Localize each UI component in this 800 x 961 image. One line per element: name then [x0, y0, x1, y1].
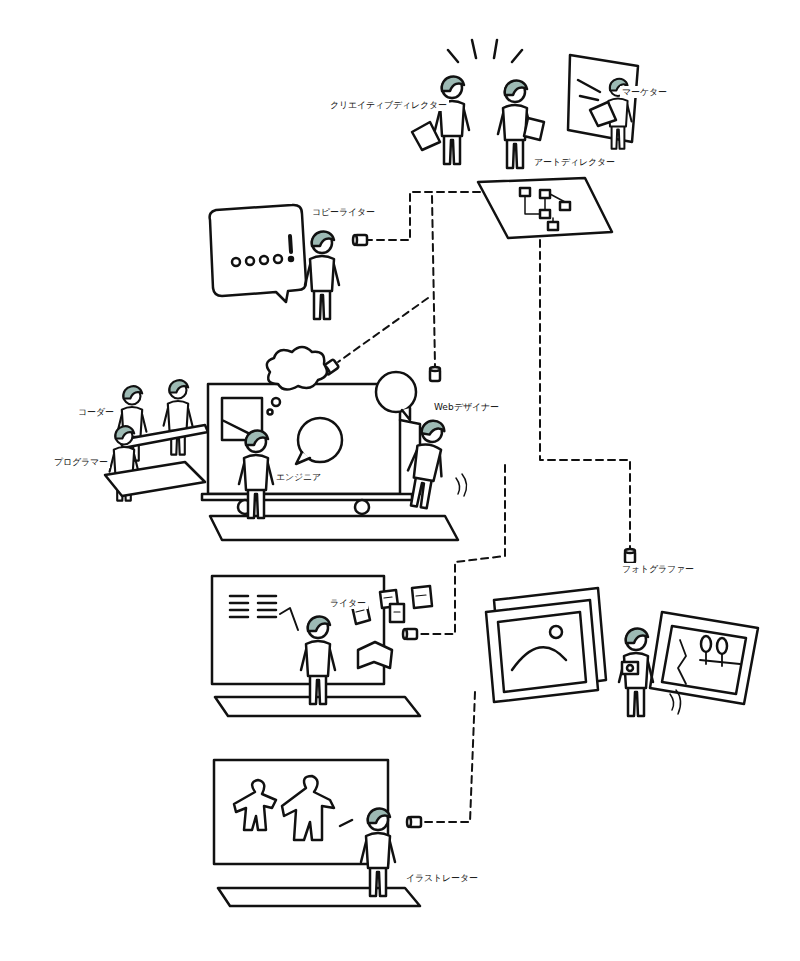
- art-path: [512, 647, 566, 670]
- arm: [340, 820, 352, 826]
- art-path: [422, 692, 475, 822]
- art-circle: [272, 398, 280, 406]
- art-path: [478, 178, 612, 238]
- role-label: イラストレーター: [404, 872, 480, 884]
- role-label: フォトグラファー: [620, 563, 696, 575]
- role-label: アートディレクター: [532, 156, 617, 168]
- writer-board: [212, 576, 432, 716]
- art-ellipse: [717, 638, 727, 654]
- burst-lines: [448, 40, 522, 62]
- art-use: [403, 629, 417, 639]
- art-path: [498, 612, 586, 692]
- art-path: [358, 642, 392, 668]
- art-use: [305, 231, 339, 319]
- art-rect: [520, 188, 530, 196]
- art-path: [448, 40, 522, 62]
- art-path: [706, 652, 722, 666]
- art-path: [230, 596, 276, 617]
- art-path: [338, 298, 428, 362]
- art-rect: [548, 222, 558, 230]
- art-path: [650, 612, 758, 704]
- motion-marks: [456, 474, 467, 496]
- paper: [412, 122, 440, 150]
- art-path: [590, 102, 616, 126]
- role-label: コピーライター: [310, 206, 377, 218]
- role-label: ライター: [328, 597, 368, 609]
- art-circle: [289, 257, 293, 261]
- paper: [524, 118, 544, 140]
- art-path: [432, 196, 435, 366]
- art-path: [234, 780, 276, 830]
- role-label: エンジニア: [274, 471, 323, 483]
- photo-frames: [486, 588, 758, 704]
- marketer-frame: [568, 55, 638, 149]
- art-path: [390, 604, 404, 622]
- role-label: コーダー: [76, 406, 116, 418]
- art-circle: [550, 626, 562, 638]
- art-path: [210, 205, 306, 302]
- art-use: [625, 549, 635, 563]
- art-use: [619, 628, 653, 716]
- art-path: [525, 194, 565, 222]
- art-circle: [268, 410, 273, 415]
- role-label: クリエイティブディレクター: [328, 99, 449, 111]
- illustrator-board: [214, 760, 420, 906]
- cart: [202, 347, 458, 540]
- art-path: [202, 494, 412, 500]
- motion-marks: [670, 690, 681, 714]
- art-path: [290, 236, 291, 252]
- art-rect: [208, 384, 400, 494]
- art-use: [164, 380, 193, 454]
- art-circle: [260, 256, 268, 264]
- art-rect: [540, 210, 550, 218]
- art-use: [361, 808, 395, 896]
- desk: [105, 462, 205, 496]
- pen: [280, 608, 298, 630]
- art-use: [402, 418, 451, 510]
- role-label: プログラマー: [52, 456, 110, 468]
- art-use: [407, 817, 421, 827]
- art-path: [368, 192, 480, 240]
- art-ellipse: [701, 636, 711, 652]
- art-path: [215, 697, 420, 716]
- art-path: [218, 888, 420, 906]
- art-rect: [540, 190, 550, 198]
- art-path: [210, 516, 458, 540]
- art-path: [540, 240, 630, 548]
- art-use: [353, 235, 367, 245]
- flow-board: [478, 178, 612, 238]
- art-use: [430, 367, 440, 381]
- art-path: [402, 408, 410, 420]
- art-circle: [232, 258, 240, 266]
- art-circle: [355, 500, 369, 514]
- art-path: [486, 600, 598, 702]
- art-circle: [274, 255, 282, 263]
- role-label: マーケター: [620, 86, 669, 98]
- speech-bubble: [210, 205, 306, 302]
- art-path: [282, 776, 334, 840]
- art-use: [301, 616, 335, 704]
- dashed-lines: [338, 192, 630, 822]
- art-use: [435, 76, 469, 164]
- role-label: Webデザイナー: [432, 401, 501, 413]
- art-rect: [214, 760, 388, 864]
- art-circle: [376, 372, 416, 412]
- art-path: [267, 347, 327, 390]
- art-path: [568, 55, 638, 142]
- art-path: [296, 452, 310, 464]
- art-path: [662, 626, 746, 694]
- art-circle: [246, 257, 254, 265]
- camera-lens: [627, 665, 633, 671]
- art-use: [239, 430, 273, 518]
- art-rect: [560, 202, 570, 210]
- art-path: [578, 80, 600, 100]
- art-path: [412, 586, 432, 608]
- camera: [622, 662, 638, 674]
